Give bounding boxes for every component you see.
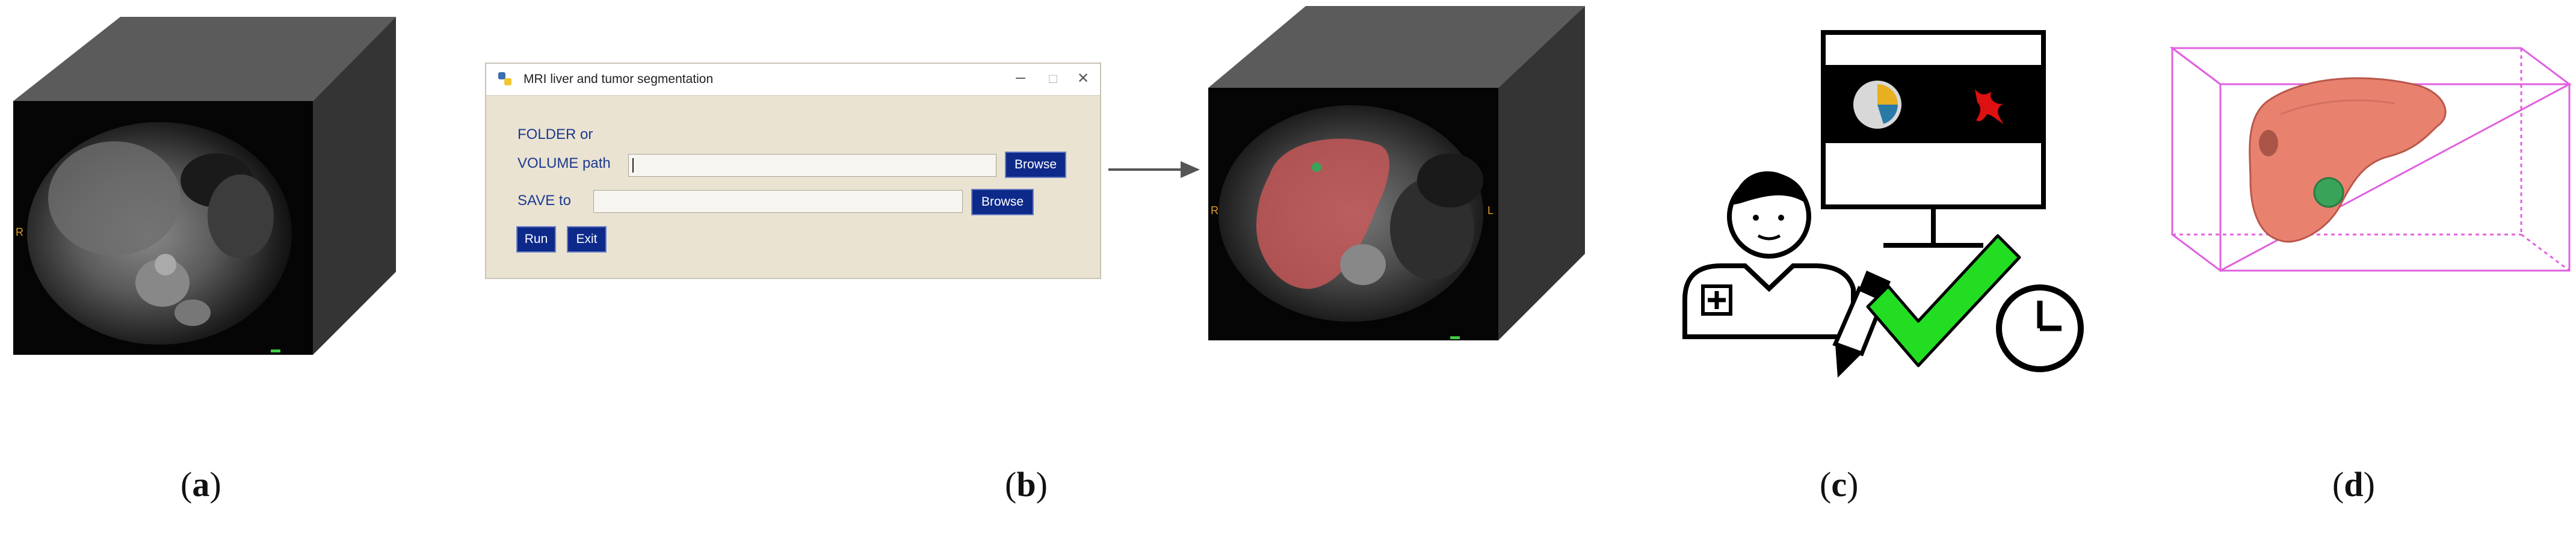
tumor-marker — [1312, 162, 1321, 172]
vessel-tree — [1975, 89, 2004, 124]
maximize-button[interactable]: □ — [1049, 71, 1057, 86]
mri-slice-image — [27, 122, 292, 345]
caption-a: (a) — [181, 465, 221, 504]
text-cursor — [632, 158, 634, 173]
python-app-icon — [498, 72, 511, 85]
segmentation-window: MRI liver and tumor segmentation – □ ✕ F… — [485, 63, 1101, 279]
tumor-mesh — [2313, 177, 2344, 208]
close-button[interactable]: ✕ — [1076, 70, 1090, 87]
svg-text:▬: ▬ — [1450, 331, 1460, 342]
folder-label: FOLDER or — [517, 126, 593, 143]
window-title: MRI liver and tumor segmentation — [524, 72, 714, 86]
liver-3d-render — [2169, 46, 2572, 272]
clinician-review-illustration — [1682, 30, 2084, 378]
cube-side-face — [1498, 6, 1585, 340]
volume-path-input[interactable] — [628, 154, 996, 177]
mri-volume-cube: R ▬ — [13, 17, 396, 355]
segmented-volume-cube: R L ▬ — [1208, 6, 1585, 342]
cube-side-face — [313, 17, 396, 355]
svg-text:R: R — [1211, 204, 1219, 216]
svg-text:R: R — [16, 226, 23, 238]
minimize-button[interactable]: – — [1016, 67, 1025, 86]
liver-mesh — [2249, 77, 2447, 243]
checkmark-icon — [1866, 234, 2021, 367]
run-button[interactable]: Run — [516, 226, 556, 253]
cube-top-face — [13, 17, 396, 101]
svg-text:L: L — [1487, 204, 1493, 216]
save-to-label: SAVE to — [517, 192, 571, 209]
clock-icon — [1996, 284, 2084, 372]
save-browse-button[interactable]: Browse — [971, 189, 1034, 215]
caption-b: (b) — [1005, 465, 1048, 504]
arrow-right-icon — [1108, 161, 1200, 178]
doctor-icon — [1682, 171, 1856, 339]
volume-browse-button[interactable]: Browse — [1005, 152, 1066, 178]
window-titlebar: MRI liver and tumor segmentation – □ ✕ — [486, 64, 1100, 96]
caption-d: (d) — [2332, 465, 2375, 504]
monitor-icon — [1821, 30, 2046, 248]
exit-button[interactable]: Exit — [567, 226, 607, 253]
bounding-box — [2169, 46, 2572, 272]
cube-top-face — [1208, 6, 1585, 88]
svg-text:▬: ▬ — [271, 345, 280, 355]
volume-path-label: VOLUME path — [517, 155, 611, 171]
caption-c: (c) — [1820, 465, 1859, 504]
save-to-input[interactable] — [593, 190, 963, 213]
